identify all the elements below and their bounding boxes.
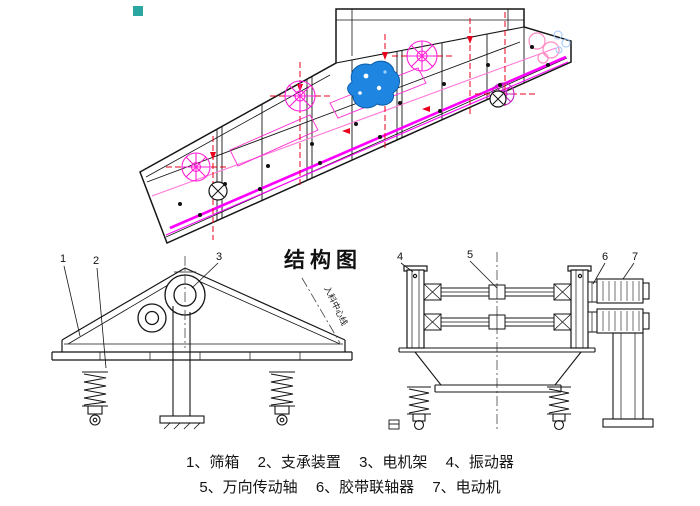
legend-line-2: 5、万向传动轴 6、胶带联轴器 7、电动机	[0, 475, 700, 500]
side-view-drawing: 入料中心线 1 2 3	[51, 251, 353, 430]
cad-blue-region	[347, 60, 400, 109]
vibrator-side-plates	[403, 265, 592, 349]
screen-body-end-view	[398, 347, 596, 393]
centerlines	[184, 256, 341, 348]
callout-leaders	[63, 262, 219, 369]
roller-symbols	[208, 90, 507, 201]
callout-5: 5	[467, 249, 473, 261]
motor-support-column	[602, 332, 654, 428]
dimension-mark	[388, 419, 400, 430]
cad-fastener-dots	[178, 45, 550, 217]
gear-symbol-1	[181, 152, 211, 182]
spring-right-end-view	[547, 386, 571, 431]
universal-drive-shaft-lower	[423, 313, 572, 331]
callout-2: 2	[93, 255, 99, 267]
callout-6: 6	[602, 251, 608, 263]
legend-item-1: 1、筛箱	[186, 454, 240, 471]
legend-item-3: 3、电机架	[359, 454, 428, 471]
screen-box-body	[51, 267, 353, 361]
gear-symbol-2	[284, 80, 316, 112]
gear-symbol-3	[406, 40, 438, 72]
gear-cluster-pink	[528, 32, 560, 64]
belt-couplings	[587, 281, 598, 333]
legend-item-2: 2、支承装置	[257, 454, 341, 471]
legend-line-1: 1、筛箱 2、支承装置 3、电机架 4、振动器	[0, 450, 700, 475]
cad-outline	[139, 8, 572, 245]
cad-top-drawing	[133, 6, 572, 245]
structure-diagram-title: 结构图	[284, 249, 362, 272]
callout-7: 7	[632, 251, 638, 263]
legend-item-6: 6、胶带联轴器	[315, 479, 415, 496]
universal-drive-shaft-upper	[423, 283, 572, 301]
legend-item-5: 5、万向传动轴	[199, 479, 298, 496]
callout-1: 1	[60, 253, 66, 265]
spring-left	[82, 371, 108, 426]
gear-cluster-blue	[553, 30, 571, 54]
parts-legend: 1、筛箱 2、支承装置 3、电机架 4、振动器 5、万向传动轴 6、胶带联轴器 …	[0, 450, 700, 500]
callout-4: 4	[397, 251, 403, 263]
end-view-drawing: 4 5 6 7	[388, 249, 654, 431]
callout-3: 3	[216, 251, 222, 263]
exciter-bearing-circles	[137, 274, 206, 333]
motor-frame-column	[159, 306, 205, 430]
callout-leaders	[400, 260, 635, 289]
cad-corner-mark	[133, 6, 143, 16]
spring-right	[269, 371, 295, 426]
legend-item-4: 4、振动器	[445, 454, 514, 471]
feed-centerline-label: 入料中心线	[322, 284, 350, 327]
spring-left-end-view	[407, 386, 431, 431]
legend-item-7: 7、电动机	[432, 479, 501, 496]
electric-motors	[596, 278, 650, 334]
